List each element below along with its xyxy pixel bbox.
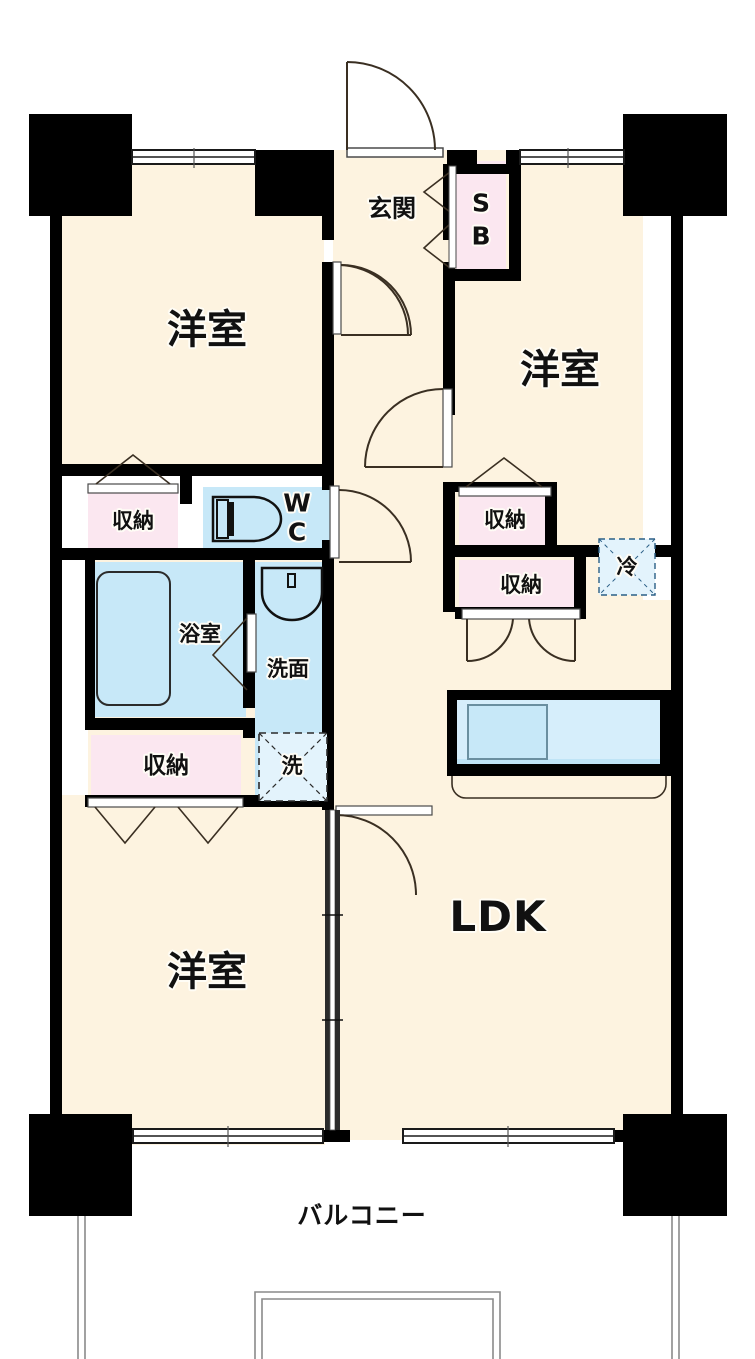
door-wc bbox=[329, 485, 412, 563]
windows bbox=[131, 148, 625, 1147]
door-bathroom bbox=[211, 613, 257, 691]
fixtures-drawing bbox=[96, 495, 667, 802]
sliding-partition bbox=[322, 809, 343, 1131]
closet-fills bbox=[88, 161, 584, 797]
door-hall bbox=[332, 261, 412, 336]
closet-door-right-upper bbox=[458, 456, 552, 497]
bathtub-icon bbox=[96, 571, 171, 706]
washing-machine-icon bbox=[258, 732, 328, 802]
doors bbox=[87, 61, 581, 896]
refrigerator-icon bbox=[598, 538, 656, 596]
window-ldk-balcony bbox=[402, 1126, 615, 1147]
balcony-outline bbox=[77, 1216, 680, 1359]
closet-door-bottom-left bbox=[87, 797, 244, 845]
window-top-left bbox=[131, 148, 256, 168]
door-bedroom-top-right bbox=[364, 388, 453, 468]
kitchen-counter-icon bbox=[467, 704, 548, 760]
toilet-icon bbox=[211, 495, 283, 543]
door-entrance bbox=[346, 61, 444, 158]
closet-door-top-left bbox=[87, 453, 179, 494]
sb-doors bbox=[422, 165, 457, 269]
washbasin-icon bbox=[260, 566, 324, 622]
closet-door-right-lower bbox=[461, 608, 581, 663]
window-top-right bbox=[519, 148, 625, 168]
window-bottom-left bbox=[132, 1126, 324, 1147]
